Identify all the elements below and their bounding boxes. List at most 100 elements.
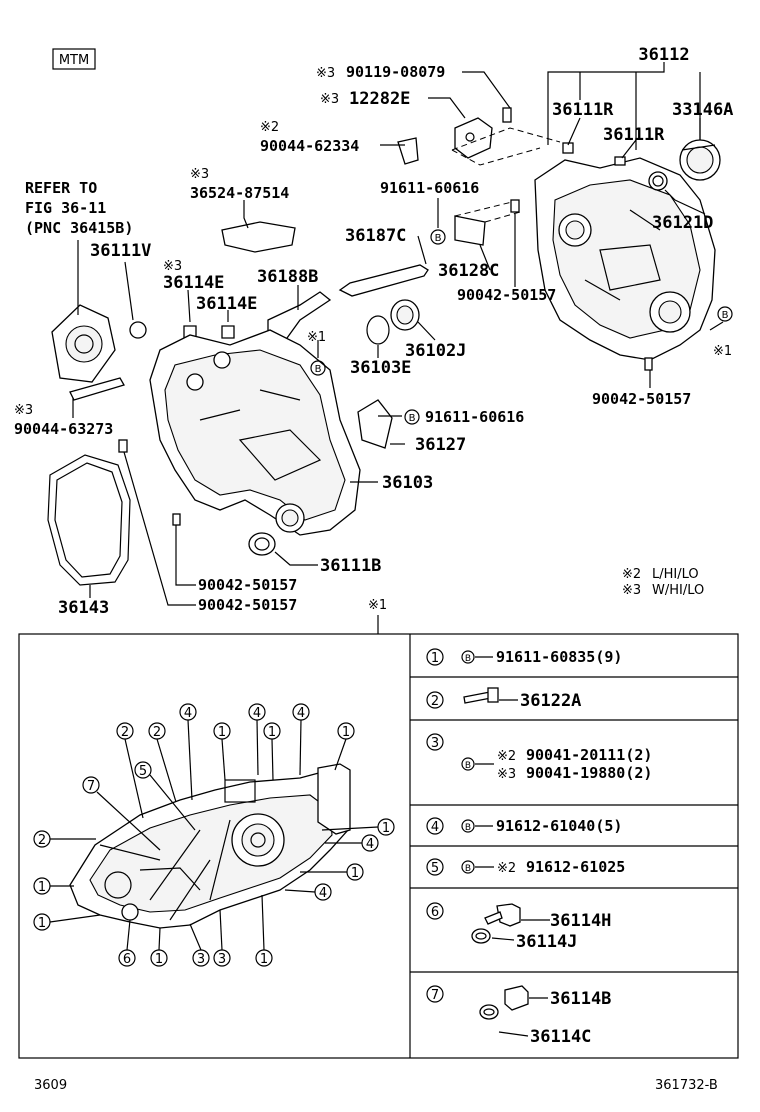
refer-line3: (PNC 36415B) — [25, 219, 133, 237]
svg-text:1: 1 — [260, 952, 268, 967]
row7-a: 36114B — [550, 989, 611, 1009]
detail-row-7: 7 36114B 36114C — [426, 985, 611, 1047]
rear-case-36112 — [534, 157, 716, 361]
svg-text:7: 7 — [87, 779, 95, 794]
seal-36121D — [648, 171, 668, 191]
svg-text:1: 1 — [431, 651, 439, 666]
svg-text:※2: ※2 — [497, 861, 516, 876]
row3-a: 90041-20111(2) — [526, 746, 652, 764]
label-12282E: 12282E — [349, 89, 410, 109]
label-36103E: 36103E — [350, 358, 411, 378]
front-case-36103 — [149, 329, 361, 536]
model-tag-box — [52, 48, 96, 70]
circle-b-b — [310, 360, 326, 376]
svg-text:B: B — [465, 654, 471, 664]
mark3-a: ※3 — [316, 66, 335, 81]
svg-text:6: 6 — [123, 952, 131, 967]
svg-text:4: 4 — [253, 706, 261, 721]
label-36111R-a: 36111R — [552, 100, 614, 120]
svg-text:1: 1 — [382, 821, 390, 836]
note-3: W/HI/LO — [652, 583, 704, 598]
circle-b-c-text: B — [722, 310, 729, 321]
detail-row-6: 6 36114H 36114J — [426, 902, 611, 952]
row5-text: 91612-61025 — [526, 858, 625, 876]
mark3-note: ※3 — [622, 583, 641, 598]
leader-lines — [72, 62, 724, 606]
sensor-12282E — [454, 107, 512, 159]
plug-36111R-a — [562, 142, 574, 154]
label-36112: 36112 — [638, 45, 689, 65]
bracket-36127 — [357, 399, 393, 449]
seal-33146A — [679, 139, 721, 181]
label-36128C: 36128C — [438, 261, 499, 281]
label-36102J: 36102J — [405, 341, 466, 361]
plate-36128C — [454, 215, 486, 246]
label-90042-50157-b: 90042-50157 — [592, 390, 691, 408]
detail-case-drawing — [69, 763, 351, 929]
label-90119-08079: 90119-08079 — [346, 63, 445, 81]
bracket-90044-62334 — [397, 137, 419, 165]
row3-b: 90041-19880(2) — [526, 764, 652, 782]
detail-row-3: 3 B ※2 90041-20111(2) ※3 90041-19880(2) — [426, 733, 652, 782]
label-36188B: 36188B — [257, 267, 318, 287]
mark3-d: ※3 — [163, 259, 182, 274]
refer-line1: REFER TO — [25, 179, 97, 197]
refer-line2: FIG 36-11 — [25, 199, 106, 217]
label-36127: 36127 — [415, 435, 466, 455]
mark2-note: ※2 — [622, 567, 641, 582]
mark3-b: ※3 — [320, 92, 339, 107]
pin-90042-a — [118, 439, 128, 453]
svg-text:※3: ※3 — [497, 767, 516, 782]
label-36114E-b: 36114E — [196, 294, 257, 314]
label-91611-60616-a: 91611-60616 — [380, 179, 479, 197]
mark1-a: ※1 — [307, 330, 326, 345]
pin-90042-d — [644, 357, 653, 371]
label-90042-50157-a: 90042-50157 — [457, 286, 556, 304]
label-91611-60616-b: 91611-60616 — [425, 408, 524, 426]
mark1-detail: ※1 — [368, 598, 387, 613]
svg-text:4: 4 — [366, 837, 374, 852]
snap-ring-36103E — [366, 315, 390, 345]
rod-36187C — [338, 264, 429, 297]
svg-text:1: 1 — [342, 725, 350, 740]
cover-refer-36415B — [51, 304, 116, 383]
label-36111V: 36111V — [90, 241, 151, 261]
detail-row-1: 1 B 91611-60835(9) — [426, 648, 622, 666]
svg-text:※2: ※2 — [497, 749, 516, 764]
label-90044-62334: 90044-62334 — [260, 137, 359, 155]
bracket-36524 — [221, 221, 296, 253]
label-36187C: 36187C — [345, 226, 406, 246]
detail-callouts: 2 2 4 1 4 1 4 1 5 7 2 1 1 1 4 1 4 — [33, 703, 395, 967]
mark3-c: ※3 — [190, 167, 209, 182]
circle-b-d — [404, 409, 420, 425]
svg-text:4: 4 — [297, 706, 305, 721]
pin-90042-c — [510, 199, 520, 213]
svg-text:1: 1 — [351, 866, 359, 881]
svg-text:1: 1 — [38, 880, 46, 895]
row4-text: 91612-61040(5) — [496, 817, 622, 835]
model-tag: MTM — [59, 53, 89, 68]
circle-b-d-text: B — [409, 413, 416, 424]
footer-figure-code: 361732-B — [655, 1078, 718, 1093]
svg-text:3: 3 — [197, 952, 205, 967]
detail-row-2: 2 36122A — [426, 687, 581, 711]
svg-text:2: 2 — [431, 694, 439, 709]
label-36111B: 36111B — [320, 556, 381, 576]
svg-text:2: 2 — [153, 725, 161, 740]
label-90044-63273: 90044-63273 — [14, 420, 113, 438]
svg-text:6: 6 — [431, 905, 439, 920]
label-36121D: 36121D — [652, 213, 713, 233]
svg-text:B: B — [465, 761, 471, 771]
row6-b: 36114J — [516, 932, 577, 952]
svg-text:5: 5 — [139, 764, 147, 779]
note-2: L/HI/LO — [652, 567, 699, 582]
svg-text:B: B — [465, 823, 471, 833]
mark2-a: ※2 — [260, 120, 279, 135]
row2-text: 36122A — [520, 691, 581, 711]
svg-text:4: 4 — [319, 886, 327, 901]
svg-text:1: 1 — [268, 725, 276, 740]
row7-b: 36114C — [530, 1027, 591, 1047]
svg-text:2: 2 — [121, 725, 129, 740]
